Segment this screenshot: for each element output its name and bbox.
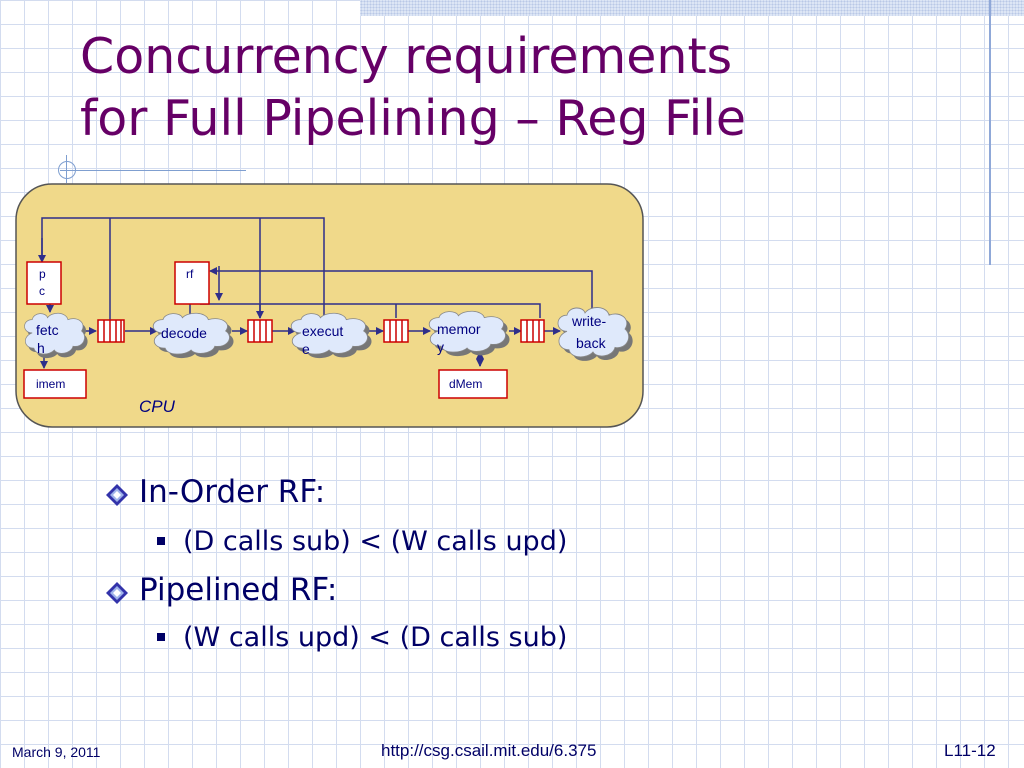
dmem-label: dMem — [449, 377, 482, 391]
fifo-4 — [520, 319, 545, 343]
diamond-bullet-icon — [105, 479, 129, 506]
sub-bullet-in-order: (D calls sub) < (W calls upd) — [157, 526, 567, 557]
decorative-vertical-line — [989, 0, 991, 265]
fetch-label-2: h — [37, 340, 45, 356]
pc-label-1: p — [39, 267, 46, 281]
square-bullet-icon — [157, 632, 165, 641]
square-bullet-icon — [157, 536, 165, 545]
writeback-label-2: back — [576, 335, 607, 351]
fetch-label-1: fetc — [36, 322, 59, 338]
feedback-wires — [38, 217, 593, 369]
wire-rf-bus — [200, 303, 541, 318]
dmem-box — [438, 369, 508, 399]
imem-box — [23, 369, 87, 399]
diagram-labels: p c rf imem dMem fetc h decode execut e … — [36, 267, 607, 416]
fifo-2 — [247, 319, 273, 343]
sub-bullet-text: (D calls sub) < (W calls upd) — [183, 526, 568, 557]
slide-title: Concurrency requirements for Full Pipeli… — [80, 26, 960, 150]
writeback-label-1: write- — [571, 313, 607, 329]
sub-bullet-pipelined: (W calls upd) < (D calls sub) — [157, 622, 567, 653]
title-rule — [60, 170, 246, 171]
decode-label: decode — [161, 325, 207, 341]
title-ornament-circle — [58, 161, 76, 179]
cpu-label: CPU — [139, 397, 176, 416]
pc-box — [26, 261, 62, 305]
execute-label-1: execut — [302, 323, 343, 339]
title-line-1: Concurrency requirements — [80, 28, 733, 85]
sub-bullet-text: (W calls upd) < (D calls sub) — [183, 622, 568, 653]
imem-label: imem — [36, 377, 65, 391]
bullet-in-order-rf: In-Order RF: — [105, 474, 325, 510]
footer-page-number: L11-12 — [944, 741, 996, 760]
rf-label: rf — [186, 267, 194, 281]
wire-writeback-to-rf — [209, 267, 593, 310]
execute-label-2: e — [302, 341, 310, 357]
rf-box — [174, 261, 210, 305]
fifo-3 — [383, 319, 409, 343]
fifo-queues — [97, 319, 545, 343]
title-ornament-tick — [66, 155, 67, 183]
bullet-pipelined-rf: Pipelined RF: — [105, 572, 337, 608]
footer-date: March 9, 2011 — [12, 744, 101, 760]
register-boxes — [23, 261, 508, 399]
memory-label-1: memor — [437, 321, 481, 337]
title-line-2: for Full Pipelining – Reg File — [80, 90, 747, 147]
footer-url[interactable]: http://csg.csail.mit.edu/6.375 — [381, 741, 597, 760]
diamond-bullet-icon — [105, 577, 129, 604]
bullet-label: Pipelined RF: — [139, 572, 338, 608]
bullet-label: In-Order RF: — [139, 474, 326, 510]
pc-label-2: c — [39, 284, 45, 298]
header-band — [360, 0, 1024, 16]
fifo-1 — [97, 319, 125, 343]
memory-label-2: y — [437, 339, 444, 355]
cpu-container — [15, 183, 644, 428]
